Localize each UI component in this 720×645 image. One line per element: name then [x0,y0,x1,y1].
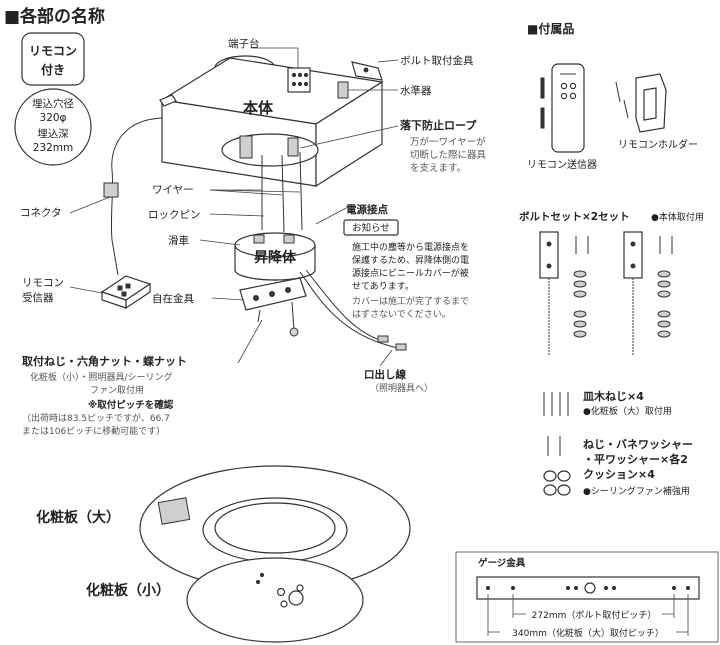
pulley-label: 滑車 [168,234,189,247]
fall-rope-note-2: 切断した際に器具 [410,149,487,161]
cover-large-label: 化粧板（大） [36,509,120,526]
notice-line-6: はずさないでください。 [352,309,451,320]
gauge-pitch-bolt: 272mm（ボルト取付ピッチ） [532,610,657,621]
remote-transmitter-part [540,63,585,153]
notice-line-3: 源接点にビニールカバーが被 [352,267,469,279]
hole-badge-line1: 埋込穴径 [32,97,74,110]
hole-badge-line4: 232mm [33,142,74,154]
accessories-title: ■付属品 [527,21,574,36]
gauge-pitch-cover: 340mm（化粧板（大）取付ピッチ） [512,627,664,639]
screws-note-2: ファン取付用 [90,385,144,396]
lock-pin-label: ロックピン [148,209,201,221]
notice-title: お知らせ [352,222,390,234]
screws-note-1: 化粧板（小）・照明器具/シーリング [30,371,173,383]
remote-receiver-label-2: 受信器 [22,292,54,304]
outlet-note: （照明器具へ） [370,383,433,394]
terminal-block-label: 端子台 [228,37,260,50]
fall-rope-note-1: 万が一ワイヤーが [410,136,486,148]
bolt-bracket-label: ボルト取付金具 [400,54,474,67]
pitch-note-2: または106ピッチに移動可能です） [22,425,165,437]
remote-receiver-part [100,275,152,310]
section-title: ■各部の名称 [4,6,105,27]
cover-large-part [139,465,411,591]
level-label: 水準器 [400,84,432,97]
screws-label: 取付ねじ・六角ナット・蝶ナット [22,354,187,368]
gauge-title: ゲージ金具 [478,557,526,569]
bolt-set-label: ボルトセット×2セット [519,210,630,223]
washer-set-note: ●シーリングファン補強用 [583,485,690,497]
pitch-note-1: （出荷時は83.5ピッチですが、66.7 [22,412,170,424]
bolt-set-note: ●本体取付用 [651,211,704,223]
body-label: 本体 [243,99,274,117]
remote-receiver-label-1: リモコン [22,277,64,289]
fall-rope-note-3: を支えます。 [410,162,466,174]
lift-label: 昇降体 [254,249,297,266]
flat-screw-note: ●化粧板（大）取付用 [583,405,672,417]
remote-badge: リモコン 付き [21,32,85,86]
remote-badge-line1: リモコン [29,44,77,58]
washer-set-line-3: クッション×4 [583,468,655,481]
fall-rope-label: 落下防止ロープ [400,118,477,132]
washer-set-line-1: ねじ・バネワッシャー [583,438,693,451]
hole-badge-line3: 埋込深 [37,128,69,140]
hole-badge-line2: 320φ [40,112,67,124]
free-bracket-label: 自在金具 [152,292,194,305]
connector-part [103,182,119,198]
notice-line-4: せてあります。 [352,281,414,292]
remote-holder-label: リモコンホルダー [618,138,698,151]
pitch-title: ※取付ピッチを確認 [88,399,174,411]
notice-line-1: 施工中の塵等から電源接点を [352,241,469,253]
power-contact-label: 電源接点 [346,203,388,216]
hole-badge: 埋込穴径 320φ 埋込深 232mm [14,88,92,166]
remote-transmitter-label: リモコン送信器 [527,158,597,171]
outlet-label: 口出し線 [364,368,406,381]
flat-screw-part [543,392,569,416]
lift-body-part [234,232,316,281]
washer-set-line-2: ・平ワッシャー×各2 [583,452,688,466]
bolt-set-part [539,231,673,356]
wire-label: ワイヤー [152,184,194,196]
connector-label: コネクタ [20,207,62,219]
cover-small-label: 化粧板（小） [86,582,170,599]
notice-line-2: 保護するため、昇降体側の電 [352,254,469,266]
cover-small-part [186,557,364,643]
level-part [337,81,349,99]
remote-holder-part [615,73,667,133]
notice-line-5: カバーは施工が完了するまで [352,295,469,307]
flat-screw-label: 皿木ねじ×4 [583,389,644,403]
washer-set-part [543,436,571,496]
terminal-block-part [287,67,311,93]
remote-badge-line2: 付き [41,62,65,77]
